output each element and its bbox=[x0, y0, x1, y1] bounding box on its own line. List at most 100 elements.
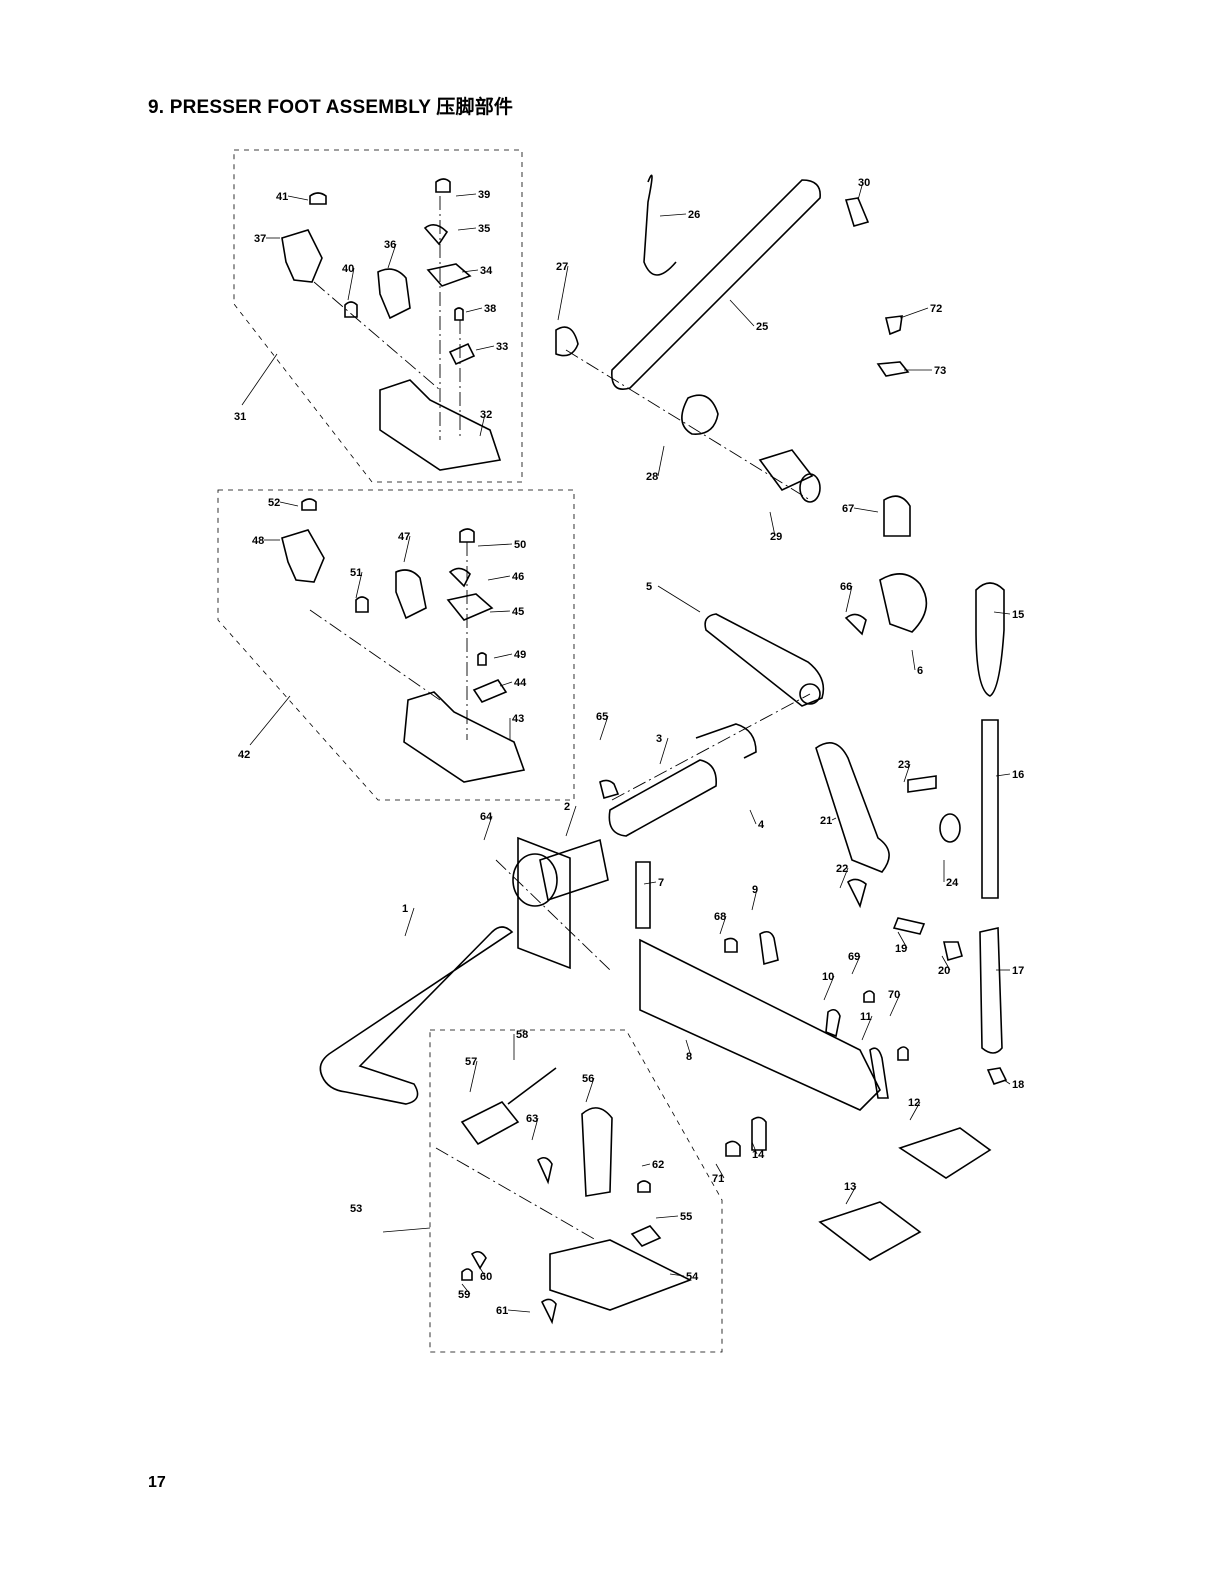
part-number-label: 56 bbox=[582, 1073, 594, 1085]
leader-line-41 bbox=[288, 196, 308, 200]
part-number-label: 69 bbox=[848, 951, 860, 963]
part-number-label: 52 bbox=[268, 497, 280, 509]
callout-63: 63 bbox=[526, 1113, 538, 1140]
callout-55: 55 bbox=[656, 1211, 692, 1223]
group-box-53 bbox=[383, 1030, 722, 1352]
part-number-label: 28 bbox=[646, 471, 658, 483]
part-number-label: 13 bbox=[844, 1181, 856, 1193]
callout-31: 31 bbox=[234, 411, 246, 423]
part-number-label: 61 bbox=[496, 1305, 508, 1317]
leader-line-72 bbox=[900, 308, 928, 318]
callout-16: 16 bbox=[996, 769, 1024, 781]
callout-34: 34 bbox=[462, 265, 493, 277]
part-number-label: 35 bbox=[478, 223, 490, 235]
leader-line-25 bbox=[730, 300, 754, 326]
callout-50: 50 bbox=[478, 539, 526, 551]
callout-10: 10 bbox=[822, 971, 834, 1000]
part-number-label: 51 bbox=[350, 567, 362, 579]
callout-19: 19 bbox=[895, 932, 907, 955]
callout-24: 24 bbox=[944, 860, 959, 889]
callout-48: 48 bbox=[252, 535, 280, 547]
part-number-label: 25 bbox=[756, 321, 768, 333]
callout-73: 73 bbox=[904, 365, 946, 377]
callout-35: 35 bbox=[458, 223, 490, 235]
part-number-label: 5 bbox=[646, 581, 652, 593]
part-number-label: 17 bbox=[1012, 965, 1024, 977]
part-number-label: 38 bbox=[484, 303, 496, 315]
part-number-label: 2 bbox=[564, 801, 570, 813]
callout-2: 2 bbox=[564, 801, 576, 836]
callout-43: 43 bbox=[510, 713, 524, 740]
callout-53: 53 bbox=[350, 1203, 362, 1215]
callout-40: 40 bbox=[342, 263, 354, 300]
part-number-label: 11 bbox=[860, 1011, 872, 1023]
part-number-label: 14 bbox=[752, 1149, 765, 1161]
callout-71: 71 bbox=[712, 1164, 724, 1185]
part-number-label: 8 bbox=[686, 1051, 692, 1063]
part-number-label: 71 bbox=[712, 1173, 724, 1185]
leader-line-18 bbox=[1004, 1080, 1010, 1084]
callout-5: 5 bbox=[646, 581, 700, 612]
callout-9: 9 bbox=[752, 884, 758, 910]
leader-line-49 bbox=[494, 654, 512, 658]
callout-69: 69 bbox=[848, 951, 860, 974]
callout-51: 51 bbox=[350, 567, 362, 598]
part-number-label: 12 bbox=[908, 1097, 920, 1109]
leader-line-45 bbox=[490, 611, 510, 612]
leader-line-35 bbox=[458, 228, 476, 230]
part-number-label: 46 bbox=[512, 571, 524, 583]
callout-6: 6 bbox=[912, 650, 923, 677]
callout-30: 30 bbox=[858, 177, 870, 200]
callout-66: 66 bbox=[840, 581, 852, 612]
part-number-label: 62 bbox=[652, 1159, 664, 1171]
part-number-label: 65 bbox=[596, 711, 608, 723]
callout-36: 36 bbox=[384, 239, 396, 268]
part-number-label: 41 bbox=[276, 191, 288, 203]
callout-13: 13 bbox=[844, 1181, 856, 1204]
part-number-label: 20 bbox=[938, 965, 950, 977]
callout-42: 42 bbox=[238, 749, 250, 761]
callout-22: 22 bbox=[836, 863, 848, 888]
callout-59: 59 bbox=[458, 1284, 470, 1301]
part-number-label: 59 bbox=[458, 1289, 470, 1301]
part-number-label: 44 bbox=[514, 677, 527, 689]
callout-26: 26 bbox=[660, 209, 700, 221]
callout-64: 64 bbox=[480, 811, 493, 840]
callout-56: 56 bbox=[582, 1073, 594, 1102]
part-number-label: 58 bbox=[516, 1029, 528, 1041]
part-number-label: 47 bbox=[398, 531, 410, 543]
part-number-label: 40 bbox=[342, 263, 354, 275]
part-number-label: 32 bbox=[480, 409, 492, 421]
part-number-label: 49 bbox=[514, 649, 526, 661]
leader-line-39 bbox=[456, 194, 476, 196]
callout-47: 47 bbox=[398, 531, 410, 562]
part-number-label: 36 bbox=[384, 239, 396, 251]
part-number-label: 48 bbox=[252, 535, 264, 547]
lifting-lever-parts bbox=[556, 175, 908, 502]
callout-8: 8 bbox=[686, 1040, 692, 1063]
presser-foot-53-parts bbox=[436, 1068, 690, 1322]
part-number-label: 54 bbox=[686, 1271, 699, 1283]
part-number-label: 53 bbox=[350, 1203, 362, 1215]
callout-33: 33 bbox=[476, 341, 508, 353]
leader-line-62 bbox=[642, 1164, 650, 1166]
leader-line-28 bbox=[658, 446, 664, 476]
part-number-label: 68 bbox=[714, 911, 726, 923]
leader-line-27 bbox=[558, 266, 568, 320]
leader-line-5 bbox=[658, 586, 700, 612]
part-number-label: 45 bbox=[512, 606, 524, 618]
callout-11: 11 bbox=[860, 1011, 872, 1040]
callout-65: 65 bbox=[596, 711, 608, 740]
part-number-label: 70 bbox=[888, 989, 900, 1001]
part-number-label: 15 bbox=[1012, 609, 1024, 621]
part-number-label: 9 bbox=[752, 884, 758, 896]
leader-line-4 bbox=[750, 810, 756, 824]
part-number-label: 50 bbox=[514, 539, 526, 551]
part-number-label: 34 bbox=[480, 265, 493, 277]
callout-14: 14 bbox=[752, 1142, 765, 1161]
callout-21: 21 bbox=[820, 815, 836, 827]
part-number-label: 27 bbox=[556, 261, 568, 273]
part-number-label: 31 bbox=[234, 411, 246, 423]
callout-67: 67 bbox=[842, 503, 878, 515]
part-number-label: 10 bbox=[822, 971, 834, 983]
